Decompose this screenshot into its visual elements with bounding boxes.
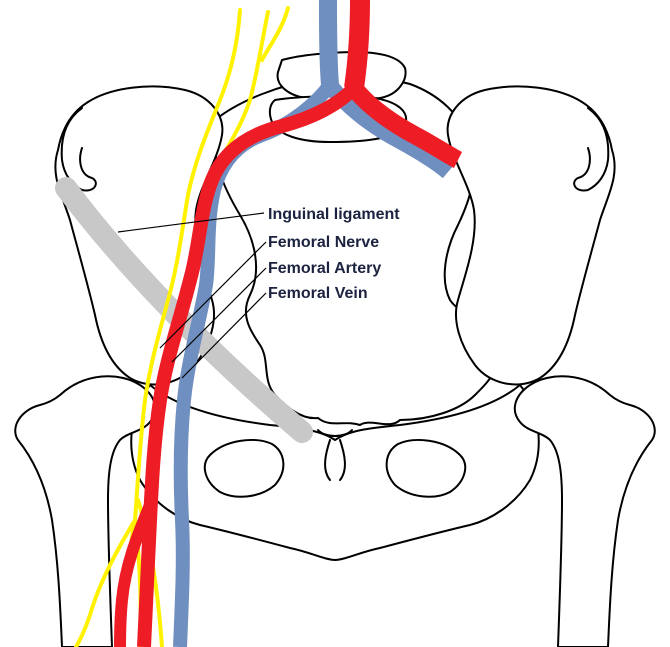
label-inguinal-ligament: Inguinal ligament <box>268 206 400 223</box>
right-ilium <box>448 86 615 384</box>
label-femoral-artery: Femoral Artery <box>268 260 381 277</box>
inferior-vena-cava <box>328 0 330 85</box>
left-obturator-foramen <box>205 440 284 497</box>
label-femoral-vein: Femoral Vein <box>268 285 368 302</box>
right-obturator-foramen <box>387 440 466 497</box>
abdominal-aorta <box>354 0 360 88</box>
right-femur <box>515 376 655 647</box>
label-femoral-nerve: Femoral Nerve <box>268 234 379 251</box>
pelvis-bones <box>15 52 655 647</box>
